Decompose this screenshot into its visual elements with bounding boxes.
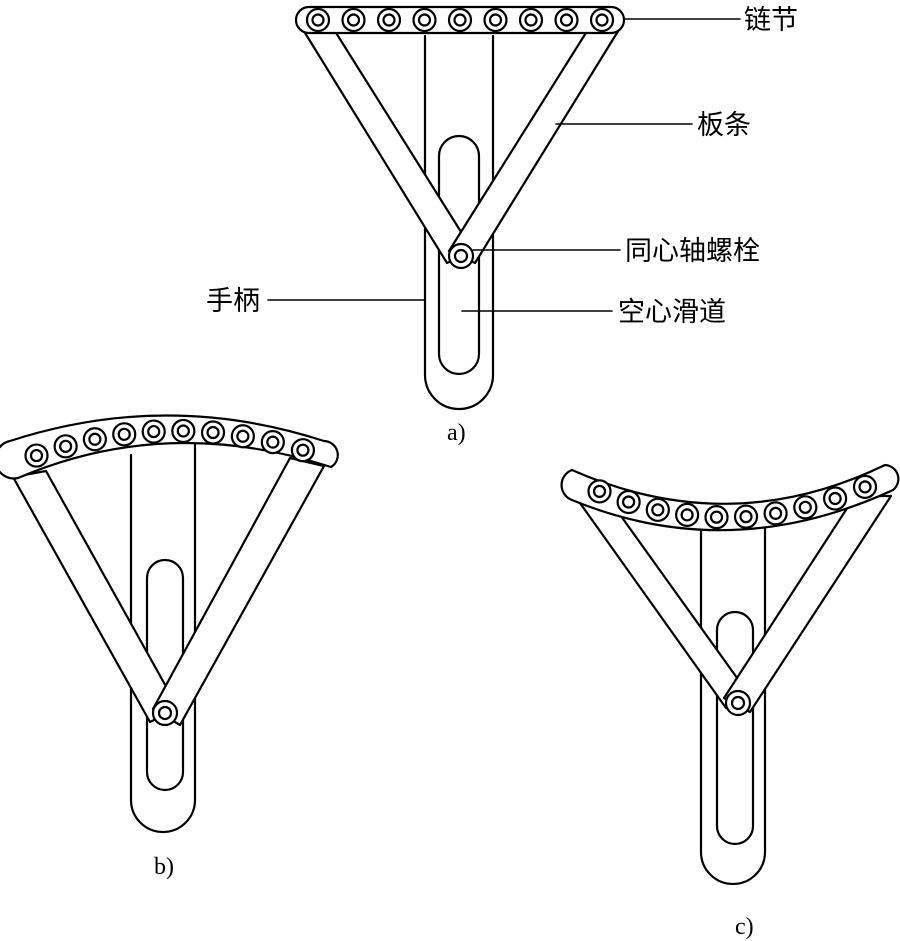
chain-b-link-6	[200, 420, 226, 445]
chain-c-link-8	[823, 486, 848, 511]
subfigure-label-c: c)	[735, 914, 754, 940]
chain-b-link-2	[82, 427, 107, 452]
chain-a-link-8	[589, 7, 615, 33]
chain-b-link-hole-4	[147, 424, 161, 439]
chain-b-link-hole-0	[29, 448, 44, 463]
chain-c-link-hole-5	[739, 510, 753, 524]
label-hollow-slot: 空心滑道	[618, 297, 726, 328]
chain-c-link-hole-3	[680, 508, 694, 522]
handle-b	[129, 443, 197, 834]
chain-a-link-hole-7	[559, 13, 574, 27]
chain-a-link-7	[554, 7, 579, 33]
chain-a-link-hole-6	[524, 13, 538, 27]
chain-a-link-hole-5	[488, 13, 503, 27]
figure-b	[0, 414, 339, 834]
chain-b-link-hole-6	[206, 425, 220, 440]
chain-c-link-hole-2	[651, 503, 665, 517]
chain-b-link-7	[230, 424, 255, 449]
chain-c-link-6	[763, 501, 788, 526]
plate-strip-left-a	[300, 26, 475, 265]
label-concentric-bolt: 同心轴螺栓	[625, 236, 760, 267]
chain-c-link-hole-8	[828, 491, 842, 506]
chain-b-link-hole-9	[296, 443, 310, 457]
figure-a	[294, 5, 626, 411]
plate-strip-left-b	[11, 469, 180, 724]
figure-c	[560, 463, 900, 886]
chain-a-link-3	[412, 7, 437, 33]
bolt-b-inner	[157, 705, 173, 721]
chain-c-link-2	[645, 497, 670, 522]
chain-a-links	[305, 7, 615, 33]
bolt-b	[151, 699, 179, 727]
chain-b-link-hole-1	[59, 439, 73, 453]
chain-a-link-hole-1	[346, 13, 361, 27]
chain-b-link-hole-3	[117, 427, 131, 441]
chain-b-link-hole-8	[266, 435, 280, 449]
chain-c-link-1	[616, 489, 641, 515]
chain-b-link-3	[112, 422, 137, 447]
chain-a-link-hole-4	[453, 13, 467, 27]
leader-lines	[267, 18, 741, 312]
chain-c-link-3	[675, 502, 700, 527]
subfigure-label-b: b)	[154, 854, 174, 880]
bolt-c-inner	[730, 695, 746, 711]
chain-b-link-hole-5	[176, 424, 190, 438]
chain-a-link-4	[447, 7, 473, 33]
chain-c-link-hole-9	[858, 480, 872, 494]
chain-c-link-0	[587, 479, 612, 504]
chain-c-link-9	[852, 474, 878, 499]
bolt-a	[447, 242, 475, 270]
chain-a-link-5	[483, 7, 508, 33]
chain-c-link-7	[793, 495, 818, 520]
plate-strip-right-b	[151, 456, 326, 727]
chain-a-link-0	[305, 7, 331, 33]
chain-b-link-9	[290, 438, 316, 463]
chain-c-link-hole-7	[798, 500, 812, 514]
chain-b-link-hole-7	[236, 429, 250, 443]
label-chain-link: 链节	[744, 5, 798, 36]
chain-a-link-hole-3	[417, 13, 432, 27]
chain-a-link-hole-2	[382, 13, 396, 27]
chain-b-link-4	[141, 419, 166, 444]
chain-b-link-1	[53, 434, 78, 459]
chain-b-link-5	[171, 418, 196, 444]
chain-c-link-hole-4	[709, 510, 724, 524]
chain-c-link-5	[733, 504, 759, 529]
chain-b-link-0	[24, 443, 49, 468]
hollow-slot-c	[715, 610, 755, 846]
chain-b-link-hole-2	[88, 432, 102, 446]
handle-c	[699, 516, 767, 886]
chain-a-link-6	[518, 7, 544, 33]
chain-b-links	[24, 418, 316, 468]
chain-a-link-hole-8	[595, 13, 609, 27]
chain-a-link-hole-0	[311, 13, 325, 27]
subfigure-label-a: a)	[447, 420, 466, 446]
chain-c-link-hole-6	[769, 506, 783, 520]
label-plate-strip: 板条	[697, 110, 751, 141]
bolt-a-inner	[453, 248, 469, 264]
bolt-c	[724, 689, 752, 717]
chain-b-link-8	[260, 430, 285, 455]
chain-c-link-hole-0	[592, 484, 607, 498]
chain-c-link-hole-1	[622, 495, 636, 509]
label-handle: 手柄	[206, 286, 260, 317]
chain-a-link-2	[376, 7, 402, 33]
chain-c-links	[587, 474, 878, 530]
handle-a	[423, 34, 495, 411]
chain-c-link-4	[704, 505, 729, 530]
chain-a-link-1	[341, 7, 366, 33]
plate-strip-right-a	[447, 26, 622, 265]
